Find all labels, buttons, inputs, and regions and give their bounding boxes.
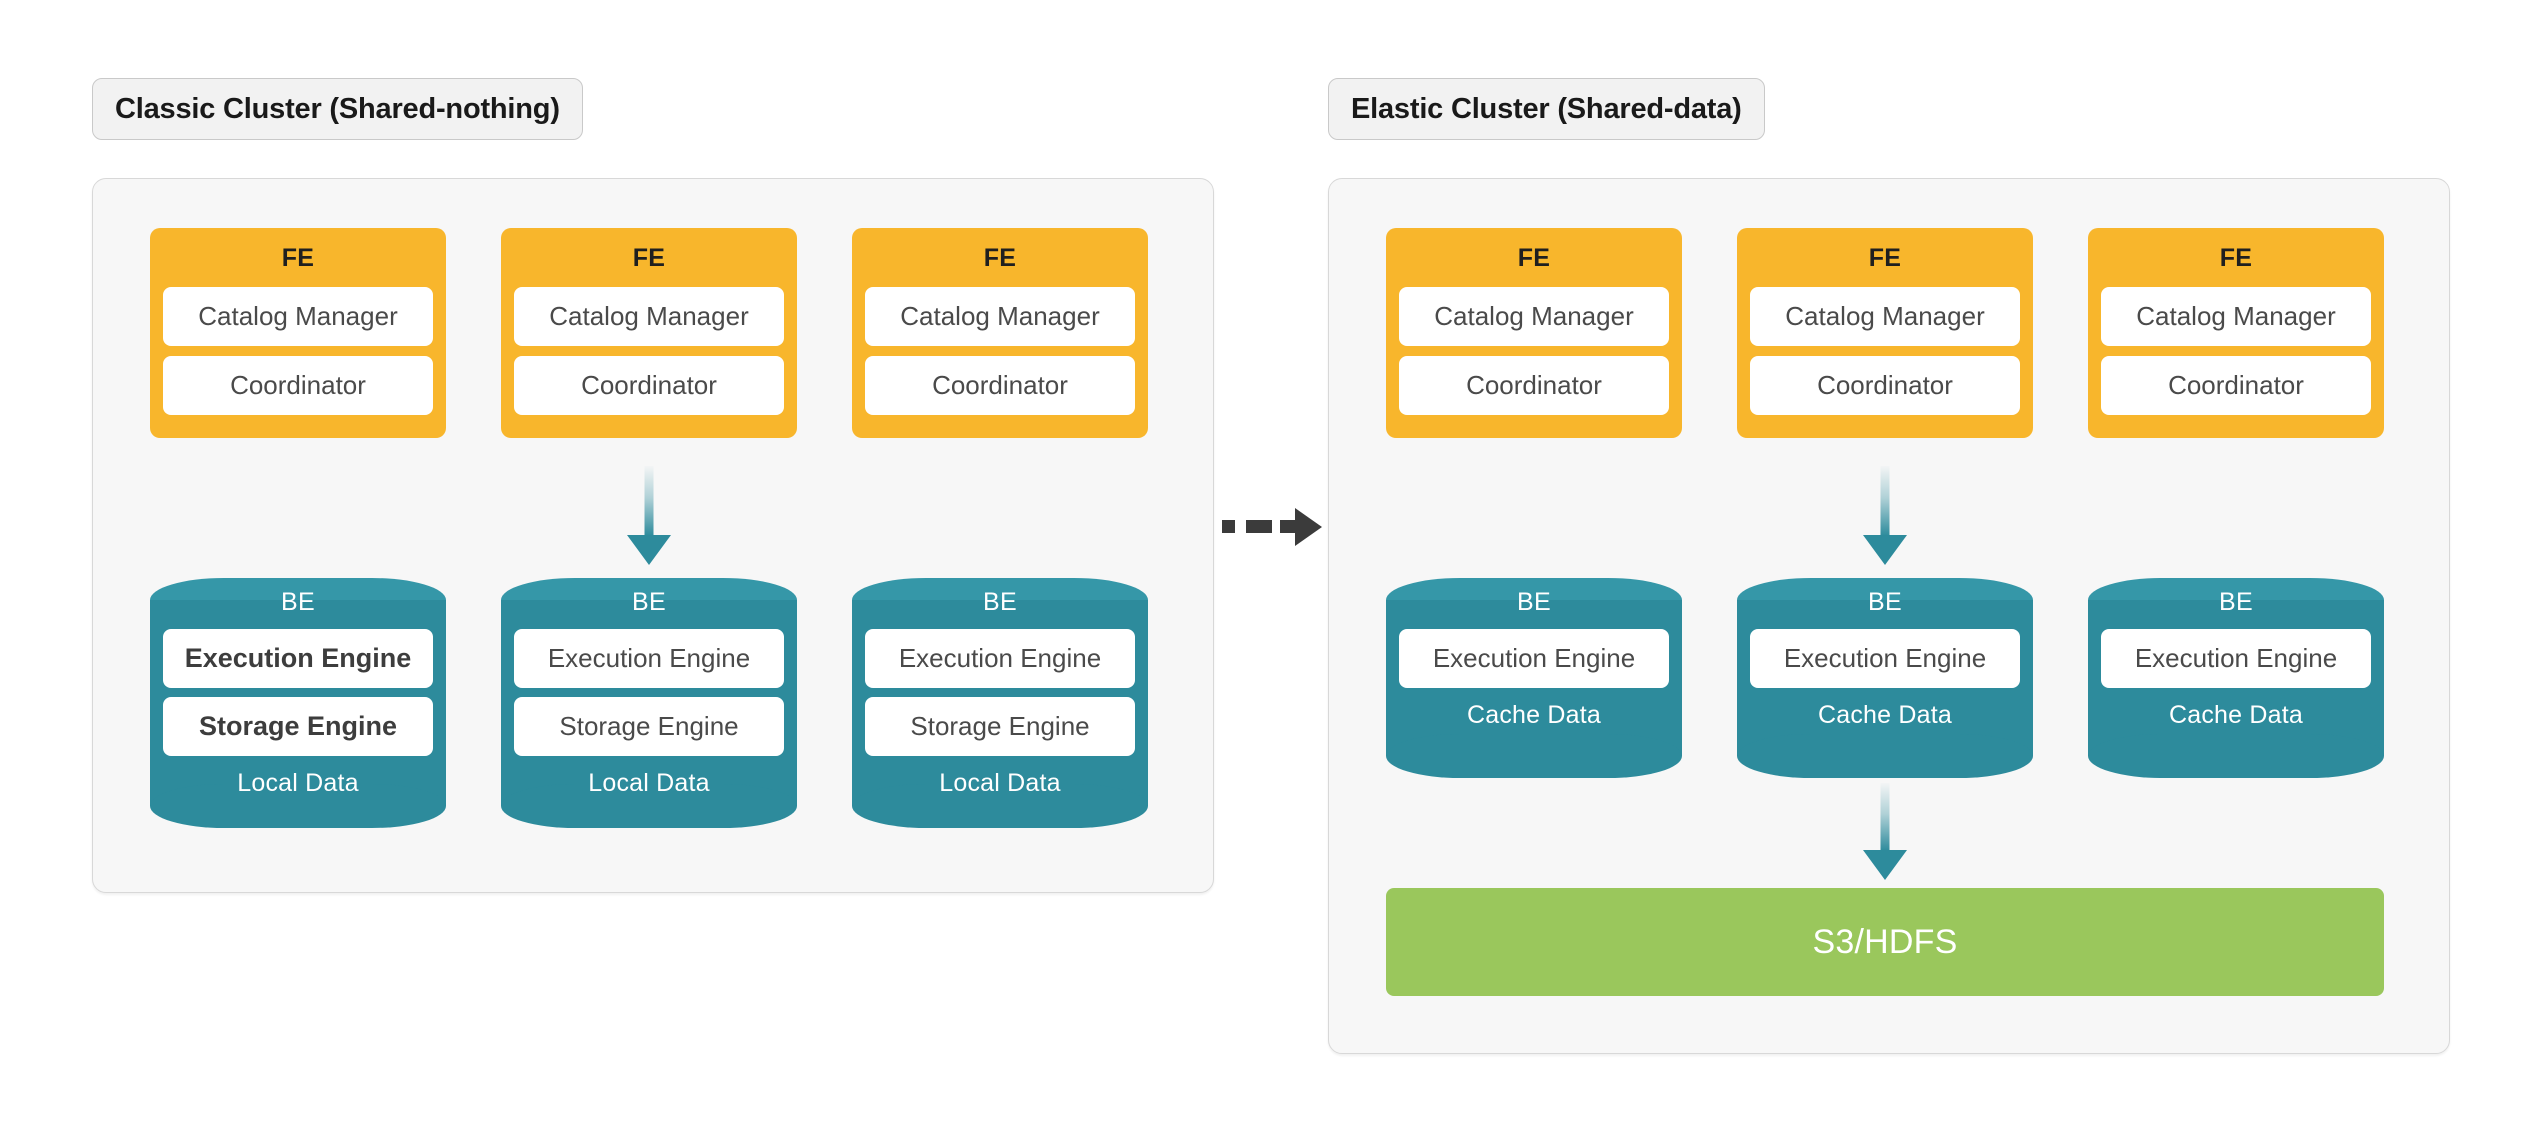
dash-segment: [1246, 520, 1272, 533]
fe-coordinator[interactable]: Coordinator: [2101, 356, 2371, 415]
shared-storage-node[interactable]: S3/HDFS: [1386, 888, 2384, 996]
fe-label: FE: [1868, 244, 1902, 272]
be-label: BE: [983, 588, 1017, 616]
fe-catalog-manager[interactable]: Catalog Manager: [514, 287, 784, 346]
fe-catalog-manager[interactable]: Catalog Manager: [2101, 287, 2371, 346]
fe-coordinator[interactable]: Coordinator: [163, 356, 433, 415]
elastic-fe-node-3[interactable]: FE Catalog Manager Coordinator: [2088, 228, 2384, 438]
be-label: BE: [1517, 588, 1551, 616]
elastic-cluster-title: Elastic Cluster (Shared-data): [1328, 78, 1765, 140]
fe-catalog-manager[interactable]: Catalog Manager: [1750, 287, 2020, 346]
be-execution-engine[interactable]: Execution Engine: [865, 629, 1135, 688]
be-storage-engine[interactable]: Storage Engine: [514, 697, 784, 756]
cylinder-bottom-cap: [1386, 734, 1682, 778]
elastic-fe-node-2[interactable]: FE Catalog Manager Coordinator: [1737, 228, 2033, 438]
fe-catalog-manager[interactable]: Catalog Manager: [163, 287, 433, 346]
elastic-be-node-1[interactable]: BE Execution Engine Cache Data: [1386, 578, 1682, 778]
be-execution-engine[interactable]: Execution Engine: [163, 629, 433, 688]
elastic-be-to-storage-arrow: [1857, 783, 1913, 880]
fe-coordinator[interactable]: Coordinator: [1750, 356, 2020, 415]
classic-fe-to-be-arrow: [621, 466, 677, 565]
elastic-fe-node-1[interactable]: FE Catalog Manager Coordinator: [1386, 228, 1682, 438]
be-label: BE: [632, 588, 666, 616]
be-data-label: Local Data: [237, 769, 359, 797]
arrow-head: [627, 535, 671, 565]
shared-storage-label: S3/HDFS: [1812, 922, 1958, 961]
classic-fe-node-1[interactable]: FE Catalog Manager Coordinator: [150, 228, 446, 438]
elastic-be-node-3[interactable]: BE Execution Engine Cache Data: [2088, 578, 2384, 778]
fe-catalog-manager[interactable]: Catalog Manager: [1399, 287, 1669, 346]
cylinder-bottom-cap: [150, 784, 446, 828]
dashed-right-arrow-icon: [1222, 507, 1322, 546]
fe-label: FE: [281, 244, 315, 272]
fe-label: FE: [632, 244, 666, 272]
classic-be-node-3[interactable]: BE Execution Engine Storage Engine Local…: [852, 578, 1148, 828]
be-label: BE: [281, 588, 315, 616]
be-execution-engine[interactable]: Execution Engine: [1399, 629, 1669, 688]
be-data-label: Local Data: [939, 769, 1061, 797]
cylinder-bottom-cap: [852, 784, 1148, 828]
be-data-label: Cache Data: [2168, 701, 2304, 729]
classic-fe-node-3[interactable]: FE Catalog Manager Coordinator: [852, 228, 1148, 438]
be-execution-engine[interactable]: Execution Engine: [514, 629, 784, 688]
be-execution-engine[interactable]: Execution Engine: [1750, 629, 2020, 688]
fe-coordinator[interactable]: Coordinator: [865, 356, 1135, 415]
elastic-fe-to-be-arrow: [1857, 466, 1913, 565]
be-label: BE: [2219, 588, 2253, 616]
arrow-head: [1863, 535, 1907, 565]
arrow-shaft: [1880, 783, 1890, 851]
classic-be-node-2[interactable]: BE Execution Engine Storage Engine Local…: [501, 578, 797, 828]
be-storage-engine[interactable]: Storage Engine: [163, 697, 433, 756]
cylinder-bottom-cap: [1737, 734, 2033, 778]
fe-catalog-manager[interactable]: Catalog Manager: [865, 287, 1135, 346]
arrow-shaft: [1880, 466, 1890, 536]
classic-fe-node-2[interactable]: FE Catalog Manager Coordinator: [501, 228, 797, 438]
be-storage-engine[interactable]: Storage Engine: [865, 697, 1135, 756]
classic-cluster-title: Classic Cluster (Shared-nothing): [92, 78, 583, 140]
arrow-shaft: [644, 466, 654, 536]
be-data-label: Cache Data: [1466, 701, 1602, 729]
fe-label: FE: [1517, 244, 1551, 272]
dash-segment: [1222, 520, 1235, 533]
cylinder-bottom-cap: [501, 784, 797, 828]
be-data-label: Cache Data: [1817, 701, 1953, 729]
classic-be-node-1[interactable]: BE Execution Engine Storage Engine Local…: [150, 578, 446, 828]
arrow-head: [1295, 507, 1322, 546]
be-label: BE: [1868, 588, 1902, 616]
be-execution-engine[interactable]: Execution Engine: [2101, 629, 2371, 688]
cylinder-bottom-cap: [2088, 734, 2384, 778]
fe-label: FE: [983, 244, 1017, 272]
elastic-be-node-2[interactable]: BE Execution Engine Cache Data: [1737, 578, 2033, 778]
fe-coordinator[interactable]: Coordinator: [514, 356, 784, 415]
arrow-head: [1863, 850, 1907, 880]
fe-label: FE: [2219, 244, 2253, 272]
be-data-label: Local Data: [588, 769, 710, 797]
fe-coordinator[interactable]: Coordinator: [1399, 356, 1669, 415]
